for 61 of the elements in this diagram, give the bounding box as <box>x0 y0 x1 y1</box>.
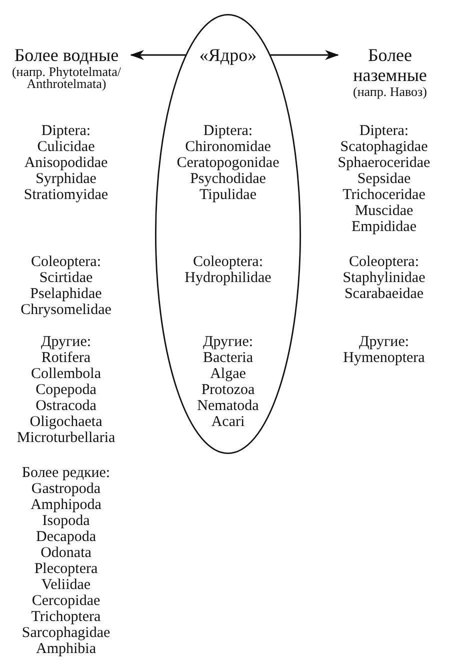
taxon-name: Rotifera <box>41 350 91 366</box>
group-heading: Diptera: <box>359 123 409 139</box>
taxon-name: Empididae <box>352 219 416 235</box>
group-heading: Другие: <box>40 334 92 350</box>
taxon-name: Chironomidae <box>185 139 271 155</box>
taxon-name: Amphibia <box>36 641 96 657</box>
core-ellipse <box>155 14 301 454</box>
taxon-name: Pselaphidae <box>30 286 102 302</box>
group-heading: Более редкие: <box>22 465 110 481</box>
taxon-name: Sepsidae <box>357 171 411 187</box>
taxon-name: Plecoptera <box>34 561 98 577</box>
taxon-name: Gastropoda <box>31 481 101 497</box>
taxon-name: Culicidae <box>37 139 95 155</box>
column-heading: Более водные <box>14 45 119 65</box>
taxon-name: Amphipoda <box>30 497 102 513</box>
taxon-name: Veliidae <box>41 577 91 593</box>
group-heading: Coleoptera: <box>193 254 263 270</box>
taxon-name: Scatophagidae <box>340 139 428 155</box>
taxon-name: Muscidae <box>354 203 414 219</box>
column-heading: Более наземные <box>352 45 428 85</box>
group-heading: Diptera: <box>203 123 253 139</box>
taxon-name: Tipulidae <box>200 187 256 203</box>
taxon-name: Trichoptera <box>31 609 101 625</box>
taxon-name: Syrphidae <box>36 171 96 187</box>
taxon-name: Protozoa <box>201 382 255 398</box>
taxon-name: Hydrophilidae <box>184 270 272 286</box>
arrow <box>270 50 339 60</box>
taxon-name: Decapoda <box>36 529 96 545</box>
taxon-name: Odonata <box>40 545 92 561</box>
core-title: «Ядро» <box>199 44 257 66</box>
arrow <box>130 50 186 60</box>
example-note: (напр. Phytotelmata/ Anthrotelmata) <box>10 66 122 90</box>
example-note: (напр. Навоз) <box>352 85 427 98</box>
taxon-name: Hymenoptera <box>343 350 425 366</box>
taxon-name: Isopoda <box>42 513 90 529</box>
taxon-name: Psychodidae <box>190 171 266 187</box>
group-heading: Diptera: <box>41 123 91 139</box>
taxon-name: Sphaeroceridae <box>338 155 430 171</box>
taxon-name: Staphylinidae <box>342 270 426 286</box>
taxon-name: Ostracoda <box>36 398 96 414</box>
taxon-name: Scirtidae <box>39 270 93 286</box>
taxon-name: Oligochaeta <box>30 414 102 430</box>
group-heading: Coleoptera: <box>31 254 101 270</box>
taxon-name: Trichoceridae <box>342 187 426 203</box>
taxon-name: Cercopidae <box>32 593 100 609</box>
taxon-name: Sarcophagidae <box>22 625 110 641</box>
group-heading: Coleoptera: <box>349 254 419 270</box>
taxon-name: Scarabaeidae <box>344 286 424 302</box>
taxon-name: Stratiomyidae <box>24 187 108 203</box>
taxon-name: Collembola <box>31 366 101 382</box>
taxon-name: Acari <box>211 414 245 430</box>
taxon-name: Microturbellaria <box>16 430 116 446</box>
taxon-name: Chrysomelidae <box>20 302 112 318</box>
taxon-name: Nematoda <box>197 398 259 414</box>
taxon-name: Algae <box>210 366 246 382</box>
group-heading: Другие: <box>202 334 254 350</box>
taxon-name: Copepoda <box>36 382 96 398</box>
taxon-name: Ceratopogonidae <box>176 155 280 171</box>
taxon-name: Anisopodidae <box>24 155 108 171</box>
taxon-name: Bacteria <box>203 350 253 366</box>
group-heading: Другие: <box>358 334 410 350</box>
